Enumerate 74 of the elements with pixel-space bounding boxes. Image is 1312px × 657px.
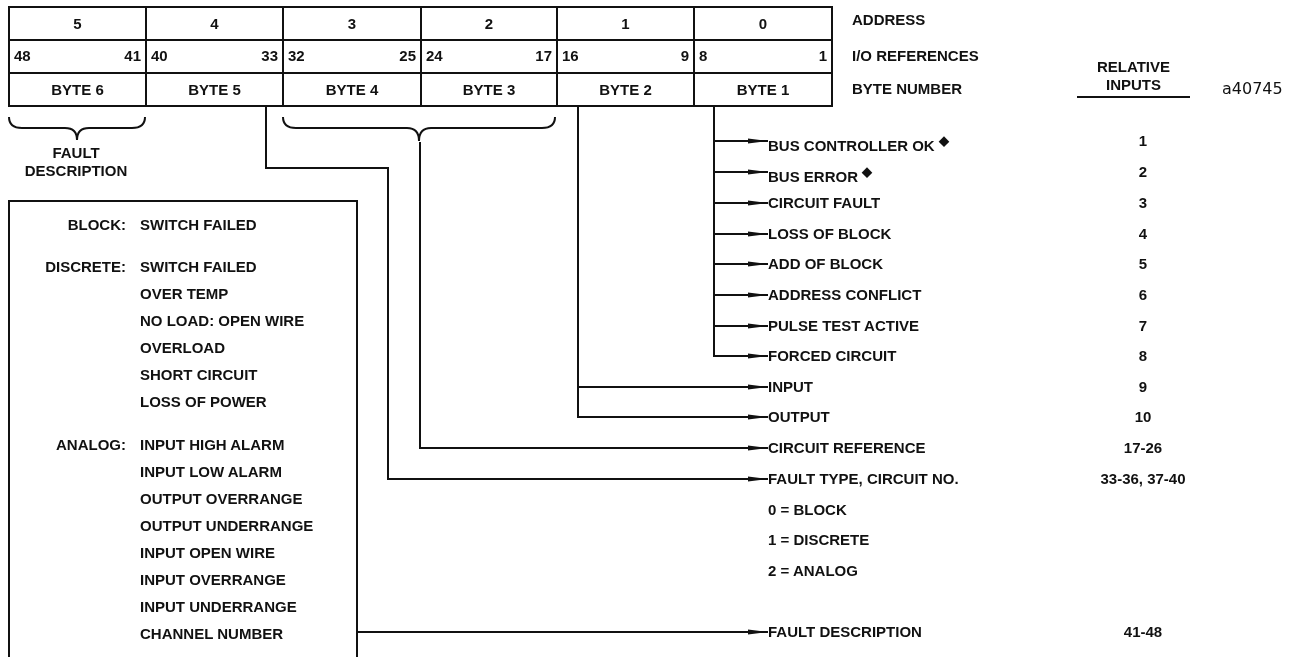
row-heading: BYTE NUMBER	[852, 80, 962, 98]
row-heading: I/O REFERENCES	[852, 47, 979, 65]
io-reference-number: 40	[151, 47, 168, 65]
fault-description-box	[8, 200, 358, 657]
fault-item: LOSS OF POWER	[140, 393, 267, 411]
output-signal-label: OUTPUT	[768, 408, 830, 426]
category-heading: BLOCK:	[67, 216, 126, 234]
relative-input-number: 8	[1137, 347, 1149, 365]
output-signal-label: ADD OF BLOCK	[768, 255, 883, 273]
address-cell: 5	[8, 6, 147, 41]
figure-number: a40745	[1222, 80, 1283, 98]
arrow	[357, 629, 769, 635]
relative-input-number: 5	[1137, 255, 1149, 273]
io-reference-number: 24	[426, 47, 443, 65]
code-legend: 1 = DISCRETE	[768, 531, 870, 549]
arrow	[419, 141, 769, 451]
output-signal-label: ADDRESS CONFLICT	[768, 286, 922, 304]
fault-item: INPUT OVERRANGE	[140, 571, 286, 589]
relative-input-number: 2	[1137, 163, 1149, 181]
fault-item: SHORT CIRCUIT	[140, 366, 258, 384]
relative-input-number: 1	[1137, 132, 1149, 150]
brace	[282, 116, 556, 142]
fault-item: INPUT HIGH ALARM	[140, 436, 285, 454]
io-reference-number: 16	[562, 47, 579, 65]
io-reference-number: 1	[818, 47, 827, 65]
io-reference-number: 33	[261, 47, 278, 65]
io-reference-number: 8	[699, 47, 708, 65]
output-signal-label: BUS CONTROLLER OK $^{◆}$	[768, 132, 949, 150]
relative-input-number: 4	[1137, 225, 1149, 243]
row-heading: ADDRESS	[852, 11, 926, 29]
fault-item: OVER TEMP	[140, 285, 229, 303]
fault-item: SWITCH FAILED	[140, 216, 257, 234]
relative-input-number: 33-36, 37-40	[1099, 470, 1187, 488]
output-signal-label: LOSS OF BLOCK	[768, 225, 892, 243]
fault-item: CHANNEL NUMBER	[140, 625, 284, 643]
output-signal-label: CIRCUIT FAULT	[768, 194, 881, 212]
address-cell: 0	[693, 6, 833, 41]
fault-item: INPUT OPEN WIRE	[140, 544, 275, 562]
byte-number-cell: BYTE 1	[693, 72, 833, 107]
relative-input-number: 41-48	[1122, 623, 1164, 641]
output-signal-label: PULSE TEST ACTIVE	[768, 317, 920, 335]
fault-item: OUTPUT OVERRANGE	[140, 490, 303, 508]
code-legend: 0 = BLOCK	[768, 501, 847, 519]
io-reference-number: 9	[680, 47, 689, 65]
fault-item: OUTPUT UNDERRANGE	[140, 517, 314, 535]
fault-item: NO LOAD: OPEN WIRE	[140, 312, 305, 330]
relative-input-number: 3	[1137, 194, 1149, 212]
output-signal-label: CIRCUIT REFERENCE	[768, 439, 926, 457]
output-signal-label: INPUT	[768, 378, 813, 396]
fault-item: INPUT LOW ALARM	[140, 463, 282, 481]
bracket-label: FAULT DESCRIPTION	[23, 144, 129, 180]
output-signal-label: FAULT TYPE, CIRCUIT NO.	[768, 470, 959, 488]
io-reference-number: 25	[399, 47, 416, 65]
relative-input-number: 10	[1133, 408, 1153, 426]
io-reference-number: 48	[14, 47, 31, 65]
arrow	[265, 106, 769, 482]
category-heading: ANALOG:	[56, 436, 126, 454]
category-heading: DISCRETE:	[45, 258, 126, 276]
relative-input-number: 7	[1137, 317, 1149, 335]
fault-item: OVERLOAD	[140, 339, 225, 357]
io-reference-number: 17	[535, 47, 552, 65]
relative-input-number: 9	[1137, 378, 1149, 396]
io-reference-number: 41	[124, 47, 141, 65]
column-heading: RELATIVE INPUTS	[1077, 58, 1190, 98]
io-reference-number: 32	[288, 47, 305, 65]
fault-item: SWITCH FAILED	[140, 258, 257, 276]
output-signal-label: FORCED CIRCUIT	[768, 347, 897, 365]
code-legend: 2 = ANALOG	[768, 562, 858, 580]
relative-input-number: 6	[1137, 286, 1149, 304]
byte-number-cell: BYTE 6	[8, 72, 147, 107]
fault-item: INPUT UNDERRANGE	[140, 598, 297, 616]
output-signal-label: FAULT DESCRIPTION	[768, 623, 922, 641]
output-signal-label: BUS ERROR $^{◆}$	[768, 163, 873, 181]
relative-input-number: 17-26	[1122, 439, 1164, 457]
